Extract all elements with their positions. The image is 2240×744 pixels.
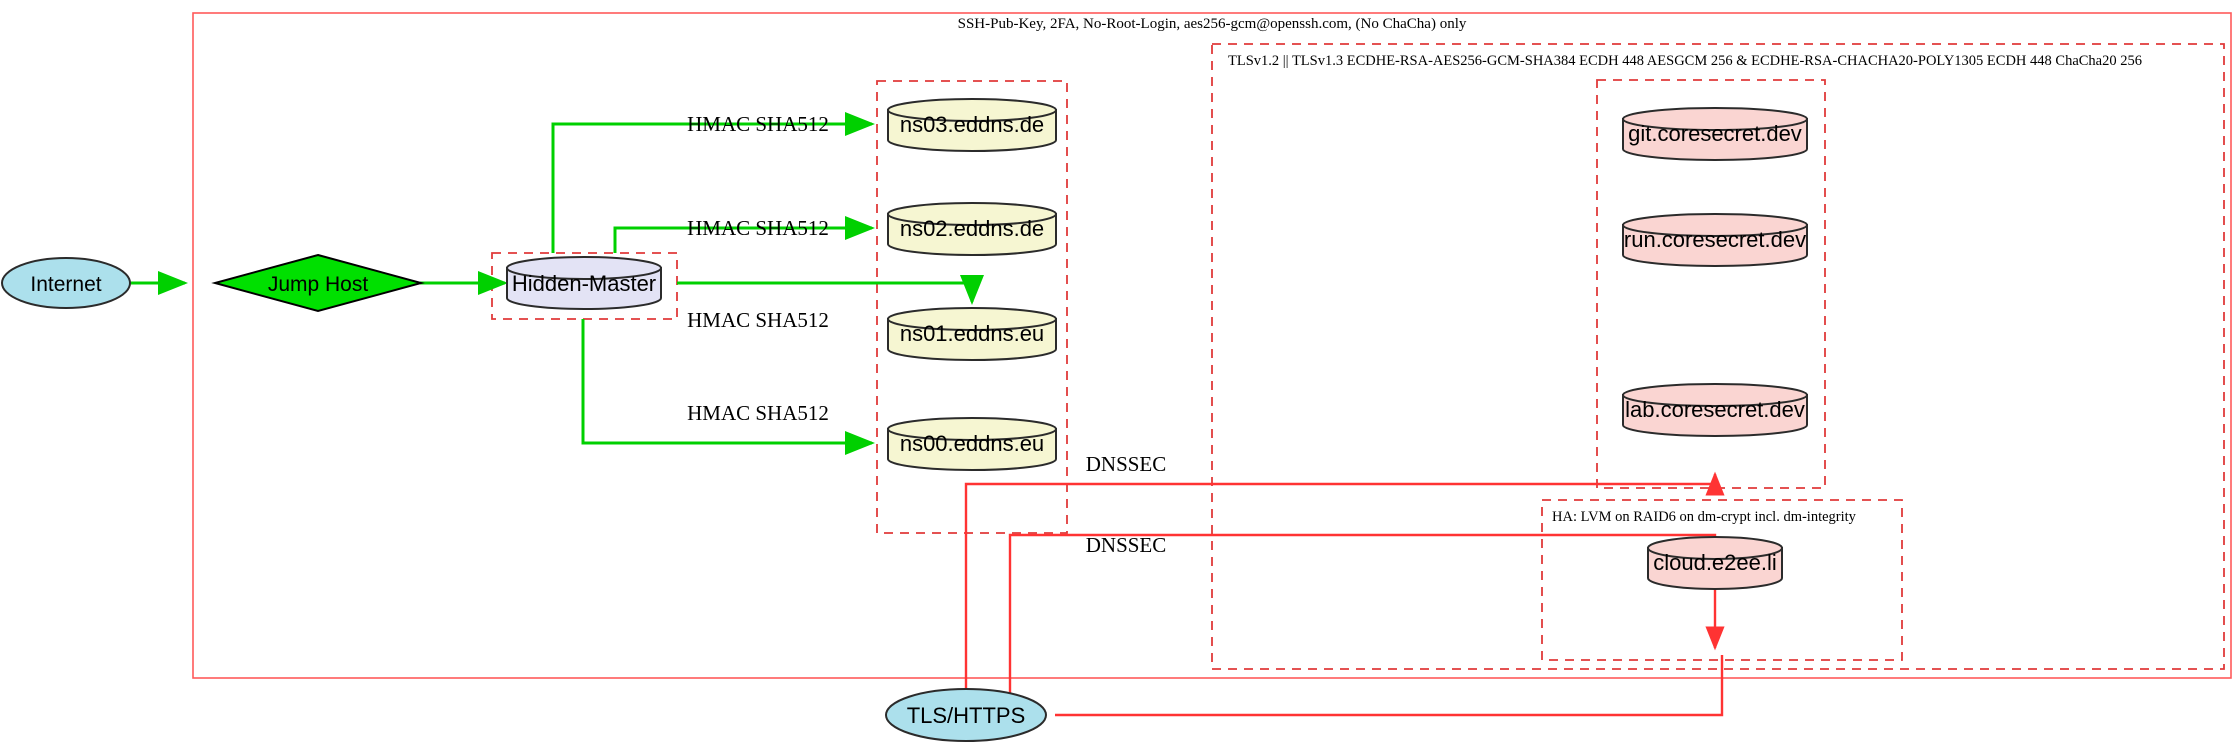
edge-tls-coresecret-riser [1008,533,1725,700]
node-jump-host-shape [211,253,425,313]
edge-hm-ns03 [551,112,875,253]
node-lab-coresecret[interactable]: lab.coresecret.dev [1622,383,1808,437]
edge-label-dnssec-upper: DNSSEC [1086,452,1167,476]
node-ns00-label: ns00.eddns.eu [900,431,1044,456]
node-run-top [1622,213,1808,237]
node-tls-https[interactable]: TLS/HTTPS [885,688,1047,742]
node-git-label: git.coresecret.dev [1628,121,1802,146]
node-ns03[interactable]: ns03.eddns.de [887,98,1057,152]
node-git-top [1622,107,1808,131]
edge-label-hmac-ns03: HMAC SHA512 [687,112,829,136]
node-ns02-top [887,202,1057,226]
node-lab-label: lab.coresecret.dev [1625,397,1805,422]
node-cloud-label: cloud.e2ee.li [1653,550,1777,575]
cluster-ssh-outer [192,12,2232,679]
node-internet[interactable]: Internet [1,257,131,309]
node-tls-https-label: TLS/HTTPS [907,703,1026,728]
node-tls-https-shape [885,688,1047,742]
node-jump-host[interactable]: Jump Host [211,253,425,313]
cluster-ssh-label: SSH-Pub-Key, 2FA, No-Root-Login, aes256-… [958,16,1467,32]
node-ns01[interactable]: ns01.eddns.eu [887,307,1057,361]
cluster-ha [1541,499,1903,661]
edge-label-hmac-ns02: HMAC SHA512 [687,216,829,240]
edge-tls-coresecret-upper [964,471,1725,700]
node-ns03-top [887,98,1057,122]
node-ns01-label: ns01.eddns.eu [900,321,1044,346]
edge-hm-ns02 [613,216,875,253]
edge-hm-ns01 [677,275,984,305]
node-hidden-master-top [506,256,662,280]
edge-label-dnssec-lower: DNSSEC [1086,533,1167,557]
node-ns02[interactable]: ns02.eddns.de [887,202,1057,256]
node-cloud-e2ee[interactable]: cloud.e2ee.li [1647,536,1783,590]
cluster-tls-label: TLSv1.2 || TLSv1.3 ECDHE-RSA-AES256-GCM-… [1228,53,2142,69]
edge-label-hmac-ns00: HMAC SHA512 [687,401,829,425]
node-internet-label: Internet [30,273,101,296]
edge-label-hmac-ns01: HMAC SHA512 [687,308,829,332]
node-hidden-master[interactable]: Hidden-Master [506,256,662,310]
cluster-ha-label: HA: LVM on RAID6 on dm-crypt incl. dm-in… [1552,509,1857,525]
node-ns03-label: ns03.eddns.de [900,112,1044,137]
cluster-tls [1211,43,2225,670]
node-run-label: run.coresecret.dev [1624,227,1806,252]
node-cloud-top [1647,536,1783,560]
node-ns00-top [887,417,1057,441]
edge-tls-outer [1055,655,1724,717]
cluster-nameservers [876,80,1068,534]
node-ns00[interactable]: ns00.eddns.eu [887,417,1057,471]
cluster-coresecret [1596,79,1826,489]
node-git-coresecret[interactable]: git.coresecret.dev [1622,107,1808,161]
node-internet-shape [1,257,131,309]
edge-hm-ns00 [581,319,875,455]
node-ns02-label: ns02.eddns.de [900,216,1044,241]
node-ns01-top [887,307,1057,331]
node-run-coresecret[interactable]: run.coresecret.dev [1622,213,1808,267]
node-lab-top [1622,383,1808,407]
node-hidden-master-label: Hidden-Master [512,271,656,296]
node-jump-host-label: Jump Host [268,273,369,296]
